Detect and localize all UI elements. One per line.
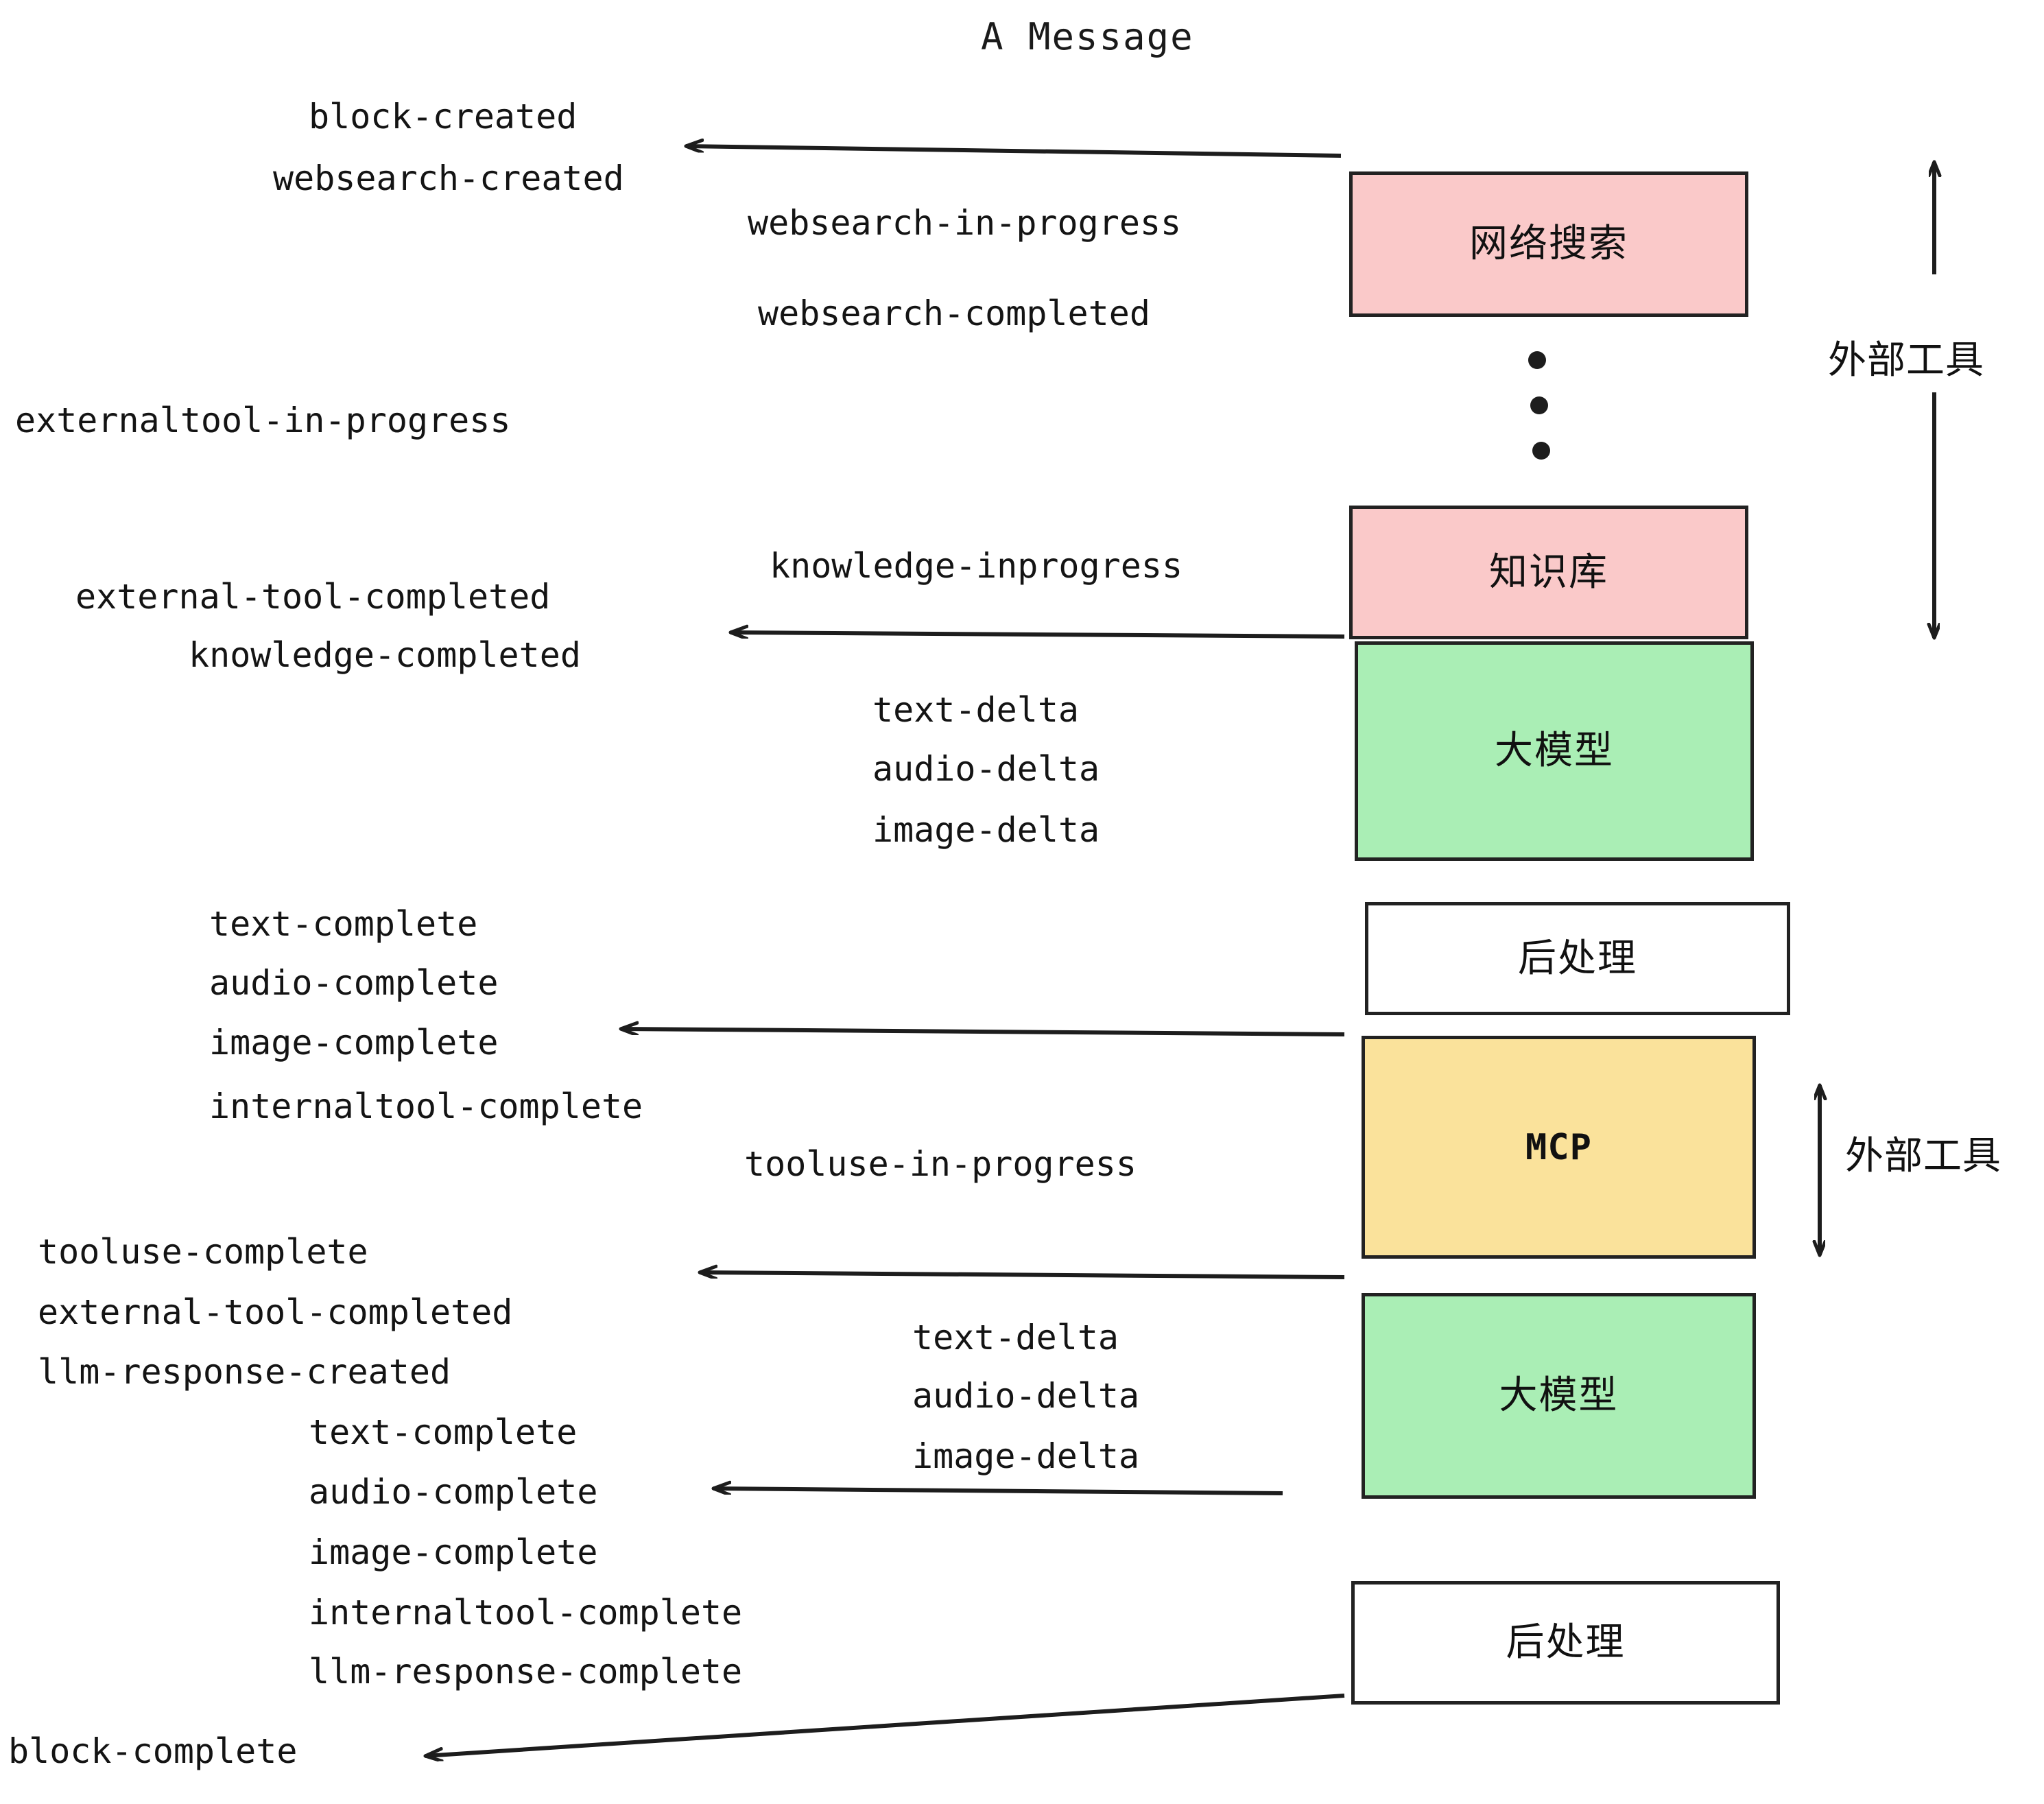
- event-external-tool-completed-2: external-tool-completed: [38, 1292, 513, 1332]
- event-tooluse-in-progress: tooluse-in-progress: [744, 1144, 1137, 1184]
- event-block-complete: block-complete: [8, 1731, 298, 1771]
- box-websearch[interactable]: 网络搜索: [1349, 171, 1748, 317]
- event-text-delta-2: text-delta: [912, 1318, 1119, 1357]
- box-knowledge-label: 知识库: [1489, 549, 1608, 595]
- event-websearch-completed: websearch-completed: [758, 294, 1150, 333]
- ellipsis-dot-2: [1530, 396, 1548, 414]
- arrow-websearch-to-block-created: [686, 146, 1342, 158]
- event-image-delta-1: image-delta: [872, 810, 1100, 850]
- box-postprocess-1-label: 后处理: [1518, 936, 1637, 981]
- arrow-llm2-to-audio-complete: [713, 1488, 1283, 1495]
- arrow-llm1-to-image-complete: [621, 1029, 1345, 1036]
- box-llm-2[interactable]: 大模型: [1362, 1293, 1756, 1499]
- event-knowledge-inprogress: knowledge-inprogress: [770, 546, 1183, 586]
- event-knowledge-completed: knowledge-completed: [189, 635, 581, 675]
- box-mcp[interactable]: MCP: [1362, 1036, 1756, 1259]
- event-internaltool-complete-2: internaltool-complete: [309, 1593, 743, 1633]
- event-audio-delta-1: audio-delta: [872, 749, 1100, 789]
- box-knowledge[interactable]: 知识库: [1349, 506, 1748, 639]
- event-websearch-created: websearch-created: [273, 158, 624, 198]
- event-internaltool-complete-1: internaltool-complete: [209, 1087, 643, 1126]
- event-text-complete-2: text-complete: [309, 1412, 578, 1452]
- box-mcp-label: MCP: [1525, 1126, 1592, 1168]
- box-postprocess-1[interactable]: 后处理: [1365, 902, 1790, 1015]
- box-llm-2-label: 大模型: [1499, 1373, 1619, 1418]
- box-postprocess-2-label: 后处理: [1506, 1620, 1626, 1665]
- box-postprocess-2[interactable]: 后处理: [1351, 1581, 1780, 1705]
- arrow-mcp-to-tooluse-complete: [700, 1272, 1345, 1279]
- box-llm-1-label: 大模型: [1495, 728, 1614, 773]
- event-audio-delta-2: audio-delta: [912, 1376, 1140, 1416]
- event-text-complete-1: text-complete: [209, 904, 478, 944]
- ellipsis-dot-3: [1532, 442, 1550, 460]
- event-external-tool-completed-1: external-tool-completed: [75, 577, 551, 617]
- box-llm-1[interactable]: 大模型: [1355, 641, 1754, 861]
- side-label-external-tools-bottom: 外部工具: [1845, 1134, 2001, 1178]
- event-llm-response-complete: llm-response-complete: [309, 1652, 743, 1692]
- event-block-created: block-created: [309, 97, 578, 137]
- arrow-knowledge-to-completed: [730, 632, 1345, 637]
- event-audio-complete-2: audio-complete: [309, 1472, 598, 1512]
- event-image-complete-2: image-complete: [309, 1532, 598, 1572]
- arrow-postprocess2-to-block-complete: [425, 1694, 1345, 1756]
- page-title: A Message: [981, 15, 1194, 58]
- event-tooluse-complete: tooluse-complete: [38, 1232, 368, 1272]
- ellipsis-dot-1: [1528, 351, 1546, 369]
- box-websearch-label: 网络搜索: [1469, 222, 1628, 266]
- event-image-delta-2: image-delta: [912, 1436, 1140, 1476]
- side-label-external-tools-top: 外部工具: [1828, 338, 1984, 383]
- event-externaltool-in-progress: externaltool-in-progress: [15, 401, 511, 440]
- event-llm-response-created: llm-response-created: [38, 1352, 451, 1392]
- event-image-complete-1: image-complete: [209, 1023, 499, 1063]
- event-websearch-in-progress: websearch-in-progress: [748, 203, 1182, 243]
- event-text-delta-1: text-delta: [872, 690, 1080, 730]
- event-audio-complete-1: audio-complete: [209, 963, 499, 1003]
